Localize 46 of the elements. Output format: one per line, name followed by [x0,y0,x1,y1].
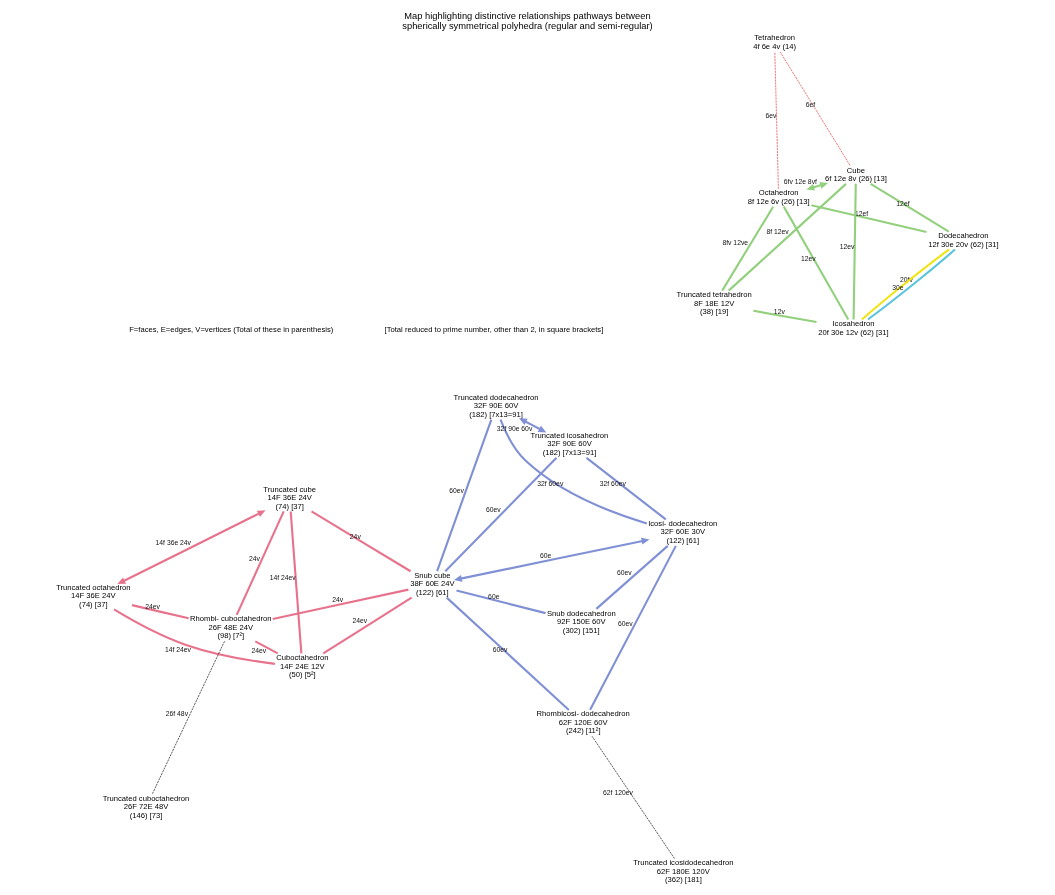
node-text: Truncated octahedron 14F 36E 24V (74) [37] [56,582,131,609]
connector [595,545,669,610]
connector [721,206,775,292]
connector [289,511,303,654]
connector [310,510,412,573]
node-text: Dodecahedron 12f 30e 20v (62) [31] [928,231,999,249]
node-text: Truncated cuboctahedron 26F 72E 48V (146) [73] [102,793,190,820]
connector [779,51,851,167]
node-text: Rhombicosi- dodecahedron 62F 120E 60V (242) [11²] [536,709,630,736]
node-text: Truncated dodecahedron 32F 90E 60V (182) [7x13=91] [453,392,539,419]
connector [852,183,857,320]
connector [272,588,409,621]
arrow [453,537,650,582]
connector [456,589,546,615]
node-text: Truncated icosidodecahedron 62F 180E 120V (362) [181] [633,858,734,885]
connector [113,608,276,665]
node-text: Octahedron 8f 12e 6v (26) [13] [747,188,810,206]
connector [254,640,279,655]
node-text: Icosi- dodecahedron 32F 60E 30V (122) [61] [648,519,718,545]
node-text: Truncated cube 14F 36E 24V (74) [37] [263,484,317,511]
node-text: Truncated tetrahedron 8F 18E 12V (38) [19] [676,290,752,317]
connector [774,51,779,189]
connector [235,511,285,616]
node-text: Tetrahedron 4f 6e 4v (14) [753,33,796,51]
connector [589,545,677,711]
arrow [117,510,266,585]
connector [131,604,189,620]
node-text: Rhombi- cuboctahedron 26F 48E 24V (98) [7²] [190,614,272,641]
connector [753,309,817,323]
node-text: Cube 6f 12e 8v (26) [13] [824,165,887,184]
label: [Total reduced to prime number, other than 2, in square brackets] [384,324,604,334]
connector [322,596,413,655]
connector [585,456,667,521]
connector [436,419,493,572]
node-text: Icosahedron 20f 30e 12v (62) [31] [818,319,889,337]
node-text: Cuboctahedron 14F 24E 12V (50) [5²] [276,653,329,679]
node-text: Truncated icosahedron 32F 90E 60V (182) [7x13=91] [530,430,609,457]
connector [782,206,850,320]
connector [811,204,927,233]
label: F=faces, E=edges, V=vertices (Total of these in parenthesis) [129,324,334,334]
node-text: Snub dodecahedron 92F 150E 60V (302) [151] [546,608,616,635]
connector [446,596,570,711]
connector [870,183,950,233]
diagram-title: Map highlighting distinctive relationships pathways between spherically symmetrical polyhedra (regular and semi-regular) [402,11,653,32]
connector [444,457,558,573]
node-text: Snub cube 38F 60E 24V (122) [61] [410,570,455,597]
